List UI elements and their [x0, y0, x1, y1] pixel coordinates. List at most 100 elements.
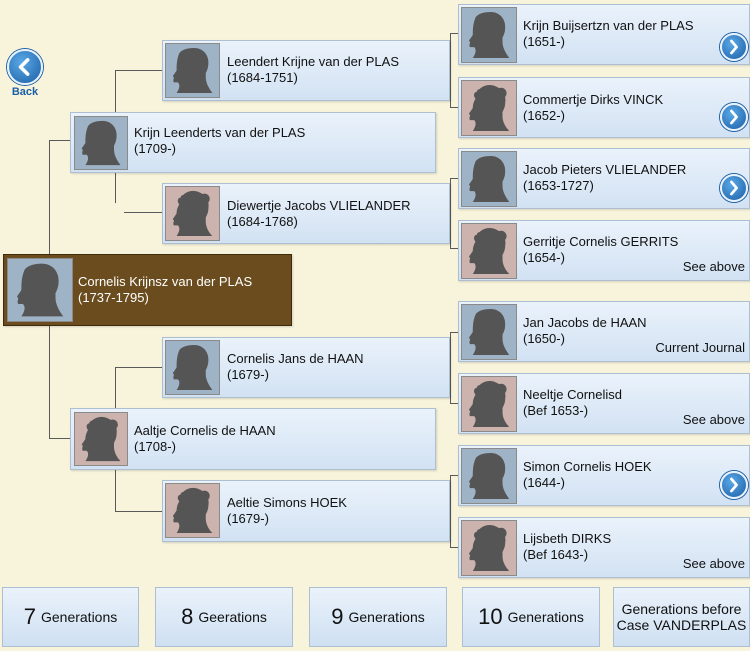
- connector-line: [450, 403, 458, 404]
- see-above-link[interactable]: See above: [682, 412, 745, 427]
- person-name: Krijn Buijsertzn van der PLAS: [523, 18, 694, 33]
- connector-line: [124, 212, 162, 213]
- chevron-left-icon: [7, 49, 43, 85]
- person-dates: (1652-): [523, 108, 565, 123]
- person-card[interactable]: Diewertje Jacobs VLIELANDER (1684-1768): [162, 183, 450, 244]
- generations-8-button[interactable]: 8 Geerations: [155, 587, 293, 647]
- connector-line: [450, 33, 458, 34]
- person-card[interactable]: Krijn Leenderts van der PLAS (1709-): [70, 112, 436, 173]
- person-name: Aeltie Simons HOEK: [227, 495, 347, 510]
- male-silhouette-icon: [165, 43, 220, 98]
- button-label: Generations: [40, 609, 118, 625]
- connector-line: [450, 248, 458, 249]
- person-name: Cornelis Jans de HAAN: [227, 351, 364, 366]
- button-number: 7: [23, 604, 36, 629]
- button-number: 8: [181, 604, 194, 629]
- button-number: 9: [331, 604, 344, 629]
- person-dates: (1644-): [523, 475, 565, 490]
- connector-line: [450, 475, 458, 476]
- person-card[interactable]: Jacob Pieters VLIELANDER (1653-1727): [458, 148, 750, 209]
- person-dates: (1684-1751): [227, 70, 298, 85]
- male-silhouette-icon: [461, 7, 517, 63]
- button-label: Geerations: [198, 609, 267, 625]
- see-above-link[interactable]: See above: [682, 259, 745, 274]
- person-dates: (1679-): [227, 367, 269, 382]
- female-silhouette-icon: [461, 520, 517, 576]
- button-label: Generations: [507, 609, 584, 625]
- connector-line: [450, 178, 451, 212]
- female-silhouette-icon: [461, 376, 517, 432]
- chevron-right-icon[interactable]: [720, 174, 748, 202]
- person-dates: (Bef 1643-): [523, 547, 589, 562]
- person-card[interactable]: Lijsbeth DIRKS (Bef 1643-) See above: [458, 517, 750, 578]
- connector-line: [115, 70, 162, 71]
- generations-7-button[interactable]: 7 Generations: [2, 587, 139, 647]
- person-card[interactable]: Krijn Buijsertzn van der PLAS (1651-): [458, 4, 750, 65]
- connector-line: [450, 475, 451, 511]
- connector-line: [49, 140, 70, 141]
- male-silhouette-icon: [7, 258, 73, 322]
- person-dates: (1653-1727): [523, 178, 594, 193]
- female-silhouette-icon: [165, 483, 220, 538]
- female-silhouette-icon: [461, 223, 517, 279]
- see-above-link[interactable]: See above: [682, 556, 745, 571]
- generations-10-button[interactable]: 10 Generations: [462, 587, 600, 647]
- female-silhouette-icon: [74, 412, 128, 466]
- person-card[interactable]: Aeltie Simons HOEK (1679-): [162, 480, 450, 542]
- current-journal-link[interactable]: Current Journal: [655, 340, 745, 355]
- person-dates: (1651-): [523, 34, 565, 49]
- connector-line: [49, 326, 50, 438]
- person-name: Lijsbeth DIRKS: [523, 531, 612, 546]
- connector-line: [115, 173, 116, 203]
- connector-line: [115, 367, 162, 368]
- person-name: Leendert Krijne van der PLAS: [227, 54, 399, 69]
- male-silhouette-icon: [165, 340, 220, 395]
- connector-line: [450, 511, 451, 547]
- person-name: Diewertje Jacobs VLIELANDER: [227, 198, 411, 213]
- person-name: Jan Jacobs de HAAN: [523, 315, 647, 330]
- person-name: Simon Cornelis HOEK: [523, 459, 652, 474]
- button-label: Generations: [348, 609, 425, 625]
- person-dates: (Bef 1653-): [523, 403, 589, 418]
- male-silhouette-icon: [461, 304, 517, 360]
- generations-before-button[interactable]: Generations before Case VANDERPLAS: [613, 587, 750, 647]
- person-dates: (1654-): [523, 250, 565, 265]
- connector-line: [450, 107, 458, 108]
- person-card[interactable]: Aaltje Cornelis de HAAN (1708-): [70, 408, 436, 470]
- male-silhouette-icon: [461, 151, 517, 207]
- female-silhouette-icon: [165, 186, 220, 241]
- female-silhouette-icon: [461, 80, 517, 136]
- person-card[interactable]: Jan Jacobs de HAAN (1650-) Current Journ…: [458, 301, 750, 362]
- connector-line: [450, 178, 458, 179]
- person-card[interactable]: Commertje Dirks VINCK (1652-): [458, 77, 750, 138]
- back-label: Back: [11, 86, 39, 98]
- person-card[interactable]: Cornelis Jans de HAAN (1679-): [162, 337, 450, 398]
- person-card[interactable]: Simon Cornelis HOEK (1644-): [458, 445, 750, 506]
- person-dates: (1737-1795): [78, 290, 149, 305]
- person-dates: (1709-): [134, 141, 176, 156]
- back-button[interactable]: Back: [5, 49, 45, 98]
- person-dates: (1684-1768): [227, 214, 298, 229]
- person-name: Aaltje Cornelis de HAAN: [134, 423, 276, 438]
- button-number: 10: [478, 604, 503, 629]
- person-card[interactable]: Neeltje Cornelisd (Bef 1653-) See above: [458, 373, 750, 434]
- connector-line: [450, 367, 451, 403]
- connector-line: [115, 511, 162, 512]
- generations-9-button[interactable]: 9 Generations: [309, 587, 447, 647]
- chevron-right-icon[interactable]: [720, 103, 748, 131]
- connector-line: [115, 470, 116, 511]
- person-card[interactable]: Gerritje Cornelis GERRITS (1654-) See ab…: [458, 220, 750, 281]
- chevron-right-icon[interactable]: [720, 471, 748, 499]
- connector-line: [450, 33, 451, 70]
- person-dates: (1650-): [523, 331, 565, 346]
- person-dates: (1708-): [134, 439, 176, 454]
- root-person-card[interactable]: Cornelis Krijnsz van der PLAS (1737-1795…: [3, 254, 292, 326]
- connector-line: [450, 332, 451, 367]
- person-name: Gerritje Cornelis GERRITS: [523, 234, 679, 249]
- person-card[interactable]: Leendert Krijne van der PLAS (1684-1751): [162, 40, 450, 101]
- chevron-right-icon[interactable]: [720, 33, 748, 61]
- person-name: Krijn Leenderts van der PLAS: [134, 125, 306, 140]
- person-name: Neeltje Cornelisd: [523, 387, 622, 402]
- connector-line: [49, 438, 70, 439]
- connector-line: [115, 70, 116, 112]
